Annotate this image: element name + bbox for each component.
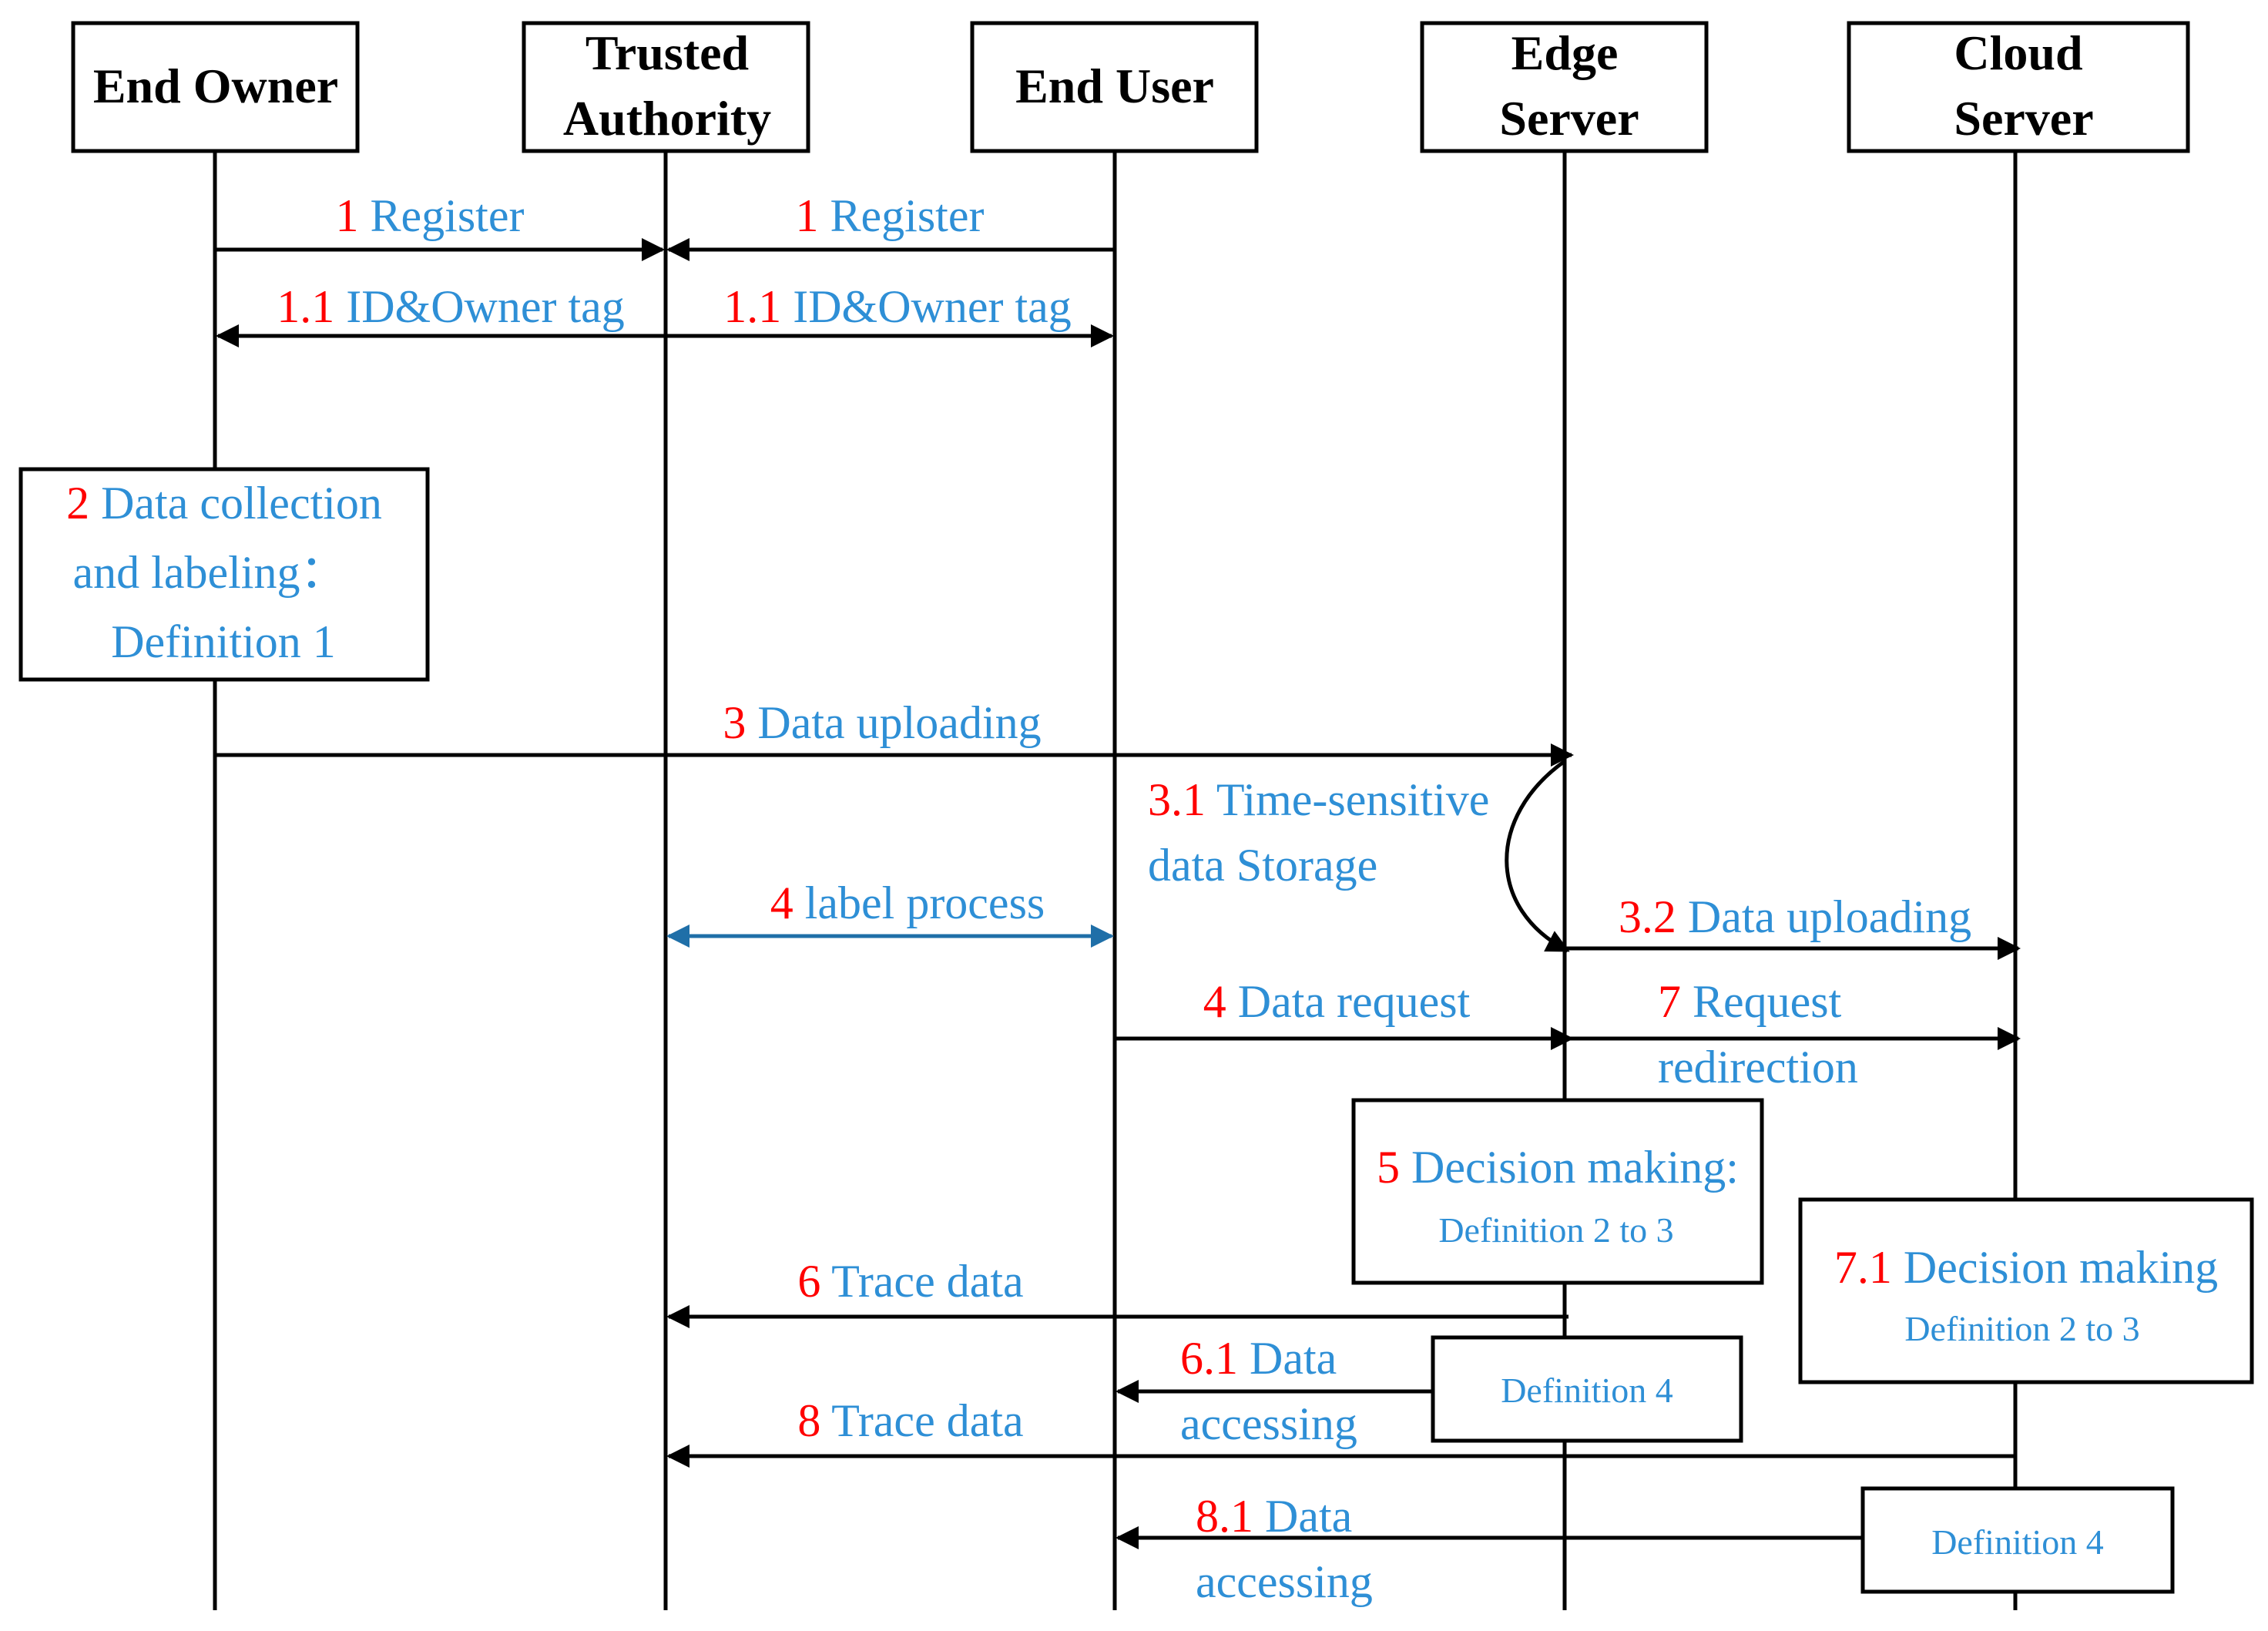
message-redirection: redirection bbox=[1658, 1042, 1858, 1092]
participant-label: Server bbox=[1954, 91, 2093, 146]
message-data-uploading: 3 Data uploading bbox=[723, 697, 1041, 748]
message-data-uploading-cloud: 3.2 Data uploading bbox=[1619, 891, 1971, 942]
message-time-sensitive: 3.1 Time-sensitive bbox=[1148, 774, 1489, 825]
box-data-collection: 2 Data collection and labeling： Definiti… bbox=[18, 467, 430, 682]
participant-end-user: End User bbox=[970, 21, 1259, 153]
arrow-time-sensitive-storage bbox=[1505, 759, 1570, 953]
message-id-owner-tag-user: 1.1 ID&Owner tag bbox=[723, 281, 1072, 332]
svg-text:and labeling：: and labeling： bbox=[73, 547, 347, 598]
message-request: 7 Request bbox=[1658, 976, 1842, 1027]
svg-text:Definition 2 to 3: Definition 2 to 3 bbox=[1904, 1309, 2139, 1348]
svg-text:7.1 Decision making: 7.1 Decision making bbox=[1834, 1242, 2218, 1293]
svg-text:5 Decision making:: 5 Decision making: bbox=[1377, 1142, 1739, 1193]
message-register-user: 1 Register bbox=[796, 190, 985, 241]
participant-label: End Owner bbox=[93, 59, 338, 113]
participant-edge-server: Edge Server bbox=[1420, 21, 1709, 153]
box-decision-making-edge: 5 Decision making: Definition 2 to 3 bbox=[1351, 1098, 1764, 1285]
message-register-owner: 1 Register bbox=[336, 190, 525, 241]
svg-text:2 Data collection: 2 Data collection bbox=[66, 478, 382, 529]
participant-trusted-authority: Trusted Authority bbox=[522, 21, 810, 153]
participant-label: Edge bbox=[1511, 25, 1619, 80]
message-label-process: 4 label process bbox=[770, 878, 1045, 928]
message-data-request: 4 Data request bbox=[1203, 976, 1471, 1027]
svg-text:Definition 4: Definition 4 bbox=[1931, 1522, 2104, 1562]
participant-label: Server bbox=[1499, 91, 1639, 146]
svg-text:Definition 4: Definition 4 bbox=[1501, 1371, 1673, 1410]
participant-label: End User bbox=[1015, 59, 1214, 113]
svg-text:Definition 2 to 3: Definition 2 to 3 bbox=[1438, 1210, 1673, 1250]
box-decision-making-cloud: 7.1 Decision making Definition 2 to 3 bbox=[1798, 1197, 2254, 1384]
participant-label: Cloud bbox=[1954, 25, 2082, 80]
message-accessing-cloud: accessing bbox=[1196, 1556, 1373, 1607]
participant-label: Trusted bbox=[585, 25, 749, 80]
message-accessing-edge: accessing bbox=[1180, 1398, 1357, 1449]
message-trace-data-edge: 6 Trace data bbox=[797, 1256, 1023, 1307]
message-trace-data-cloud: 8 Trace data bbox=[797, 1395, 1023, 1446]
message-data-storage: data Storage bbox=[1148, 840, 1377, 891]
message-data-accessing-cloud: 8.1 Data bbox=[1196, 1491, 1352, 1542]
svg-text:Definition 1: Definition 1 bbox=[111, 616, 336, 667]
participant-cloud-server: Cloud Server bbox=[1847, 21, 2190, 153]
box-definition-4-cloud: Definition 4 bbox=[1860, 1486, 2175, 1594]
message-id-owner-tag-owner: 1.1 ID&Owner tag bbox=[277, 281, 625, 332]
participant-label: Authority bbox=[563, 91, 771, 146]
participant-end-owner: End Owner bbox=[71, 21, 360, 153]
message-data-accessing-edge: 6.1 Data bbox=[1180, 1333, 1337, 1384]
box-definition-4-edge: Definition 4 bbox=[1431, 1335, 1743, 1443]
